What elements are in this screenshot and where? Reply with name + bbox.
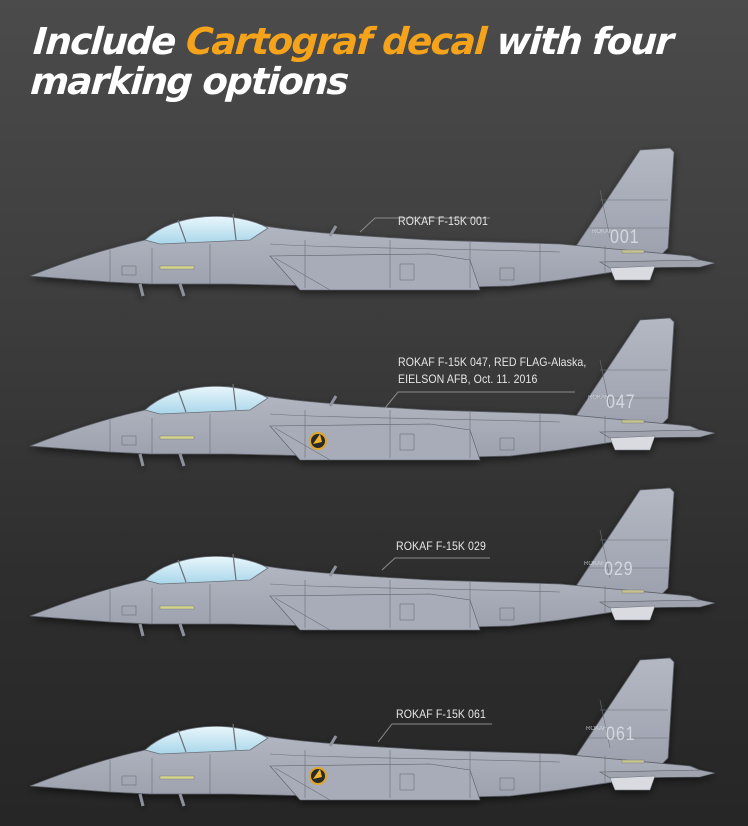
squadron-badge-icon (309, 767, 327, 785)
tail-roundel-text: ROKAF (588, 395, 609, 401)
f15k-jet-illustration (0, 650, 748, 820)
marking-label: ROKAF F-15K 029 (396, 538, 486, 555)
tail-number: 047 (606, 392, 636, 413)
marking-label-line: ROKAF F-15K 029 (396, 539, 486, 553)
marking-label-line: EIELSON AFB, Oct. 11. 2016 (398, 372, 538, 386)
marking-label: ROKAF F-15K 001 (398, 213, 488, 230)
headline-suffix: with four (483, 20, 674, 63)
tail-number: 001 (610, 227, 640, 248)
marking-label-line: ROKAF F-15K 047, RED FLAG-Alaska, (398, 355, 587, 369)
f15k-jet-illustration (0, 480, 748, 650)
tail-roundel-text: ROKAF (592, 229, 613, 235)
headline-line-1: Include Cartograf decal with four (31, 20, 674, 63)
marking-label: ROKAF F-15K 061 (396, 706, 486, 723)
squadron-badge-icon (309, 432, 327, 450)
f15k-jet-illustration (0, 140, 748, 310)
headline-accent: Cartograf decal (184, 20, 487, 63)
tail-number: 029 (604, 559, 634, 580)
marking-label-line: ROKAF F-15K 061 (396, 707, 486, 721)
headline-prefix: Include (31, 20, 188, 63)
tail-roundel-text: ROKAF (586, 726, 607, 732)
marking-option-2: ROKAF F-15K 047, RED FLAG-Alaska, EIELSO… (0, 310, 748, 480)
headline: Include Cartograf decal with four markin… (29, 20, 674, 103)
marking-option-3: ROKAF F-15K 029 029 ROKAF (0, 480, 748, 650)
headline-line-2: marking options (29, 60, 349, 103)
marking-label-line: ROKAF F-15K 001 (398, 214, 488, 228)
marking-option-1: ROKAF F-15K 001 001 ROKAF (0, 140, 748, 310)
tail-number: 061 (606, 724, 636, 745)
marking-option-4: ROKAF F-15K 061 061 ROKAF (0, 650, 748, 820)
marking-label: ROKAF F-15K 047, RED FLAG-Alaska, EIELSO… (398, 354, 586, 388)
f15k-jet-illustration (0, 310, 748, 480)
tail-roundel-text: ROKAF (584, 561, 605, 567)
